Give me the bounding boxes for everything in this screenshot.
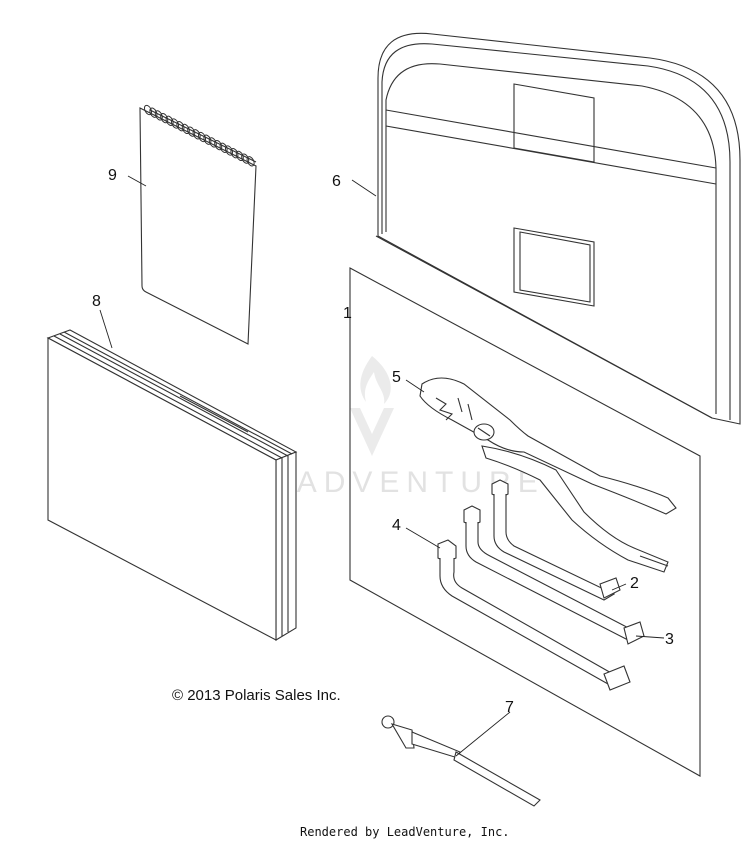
- leader-lines: [99, 175, 665, 757]
- owners-manual: [46, 329, 298, 641]
- callout-7: 7: [505, 699, 514, 716]
- callout-6: 6: [332, 173, 341, 190]
- callout-9: 9: [108, 167, 117, 184]
- callout-4: 4: [392, 517, 401, 534]
- screwdriver: [381, 715, 541, 807]
- pliers: [419, 377, 677, 573]
- callouts: 9 6 8 1 5 4 2 3 7: [92, 167, 674, 716]
- callout-8: 8: [92, 293, 101, 310]
- tool-pouch: [375, 32, 741, 425]
- hex-key-3: [463, 505, 645, 645]
- notepad: [139, 104, 257, 345]
- rendered-by-footer: Rendered by LeadVenture, Inc.: [300, 825, 510, 839]
- hex-key-4: [437, 539, 631, 691]
- copyright-notice: © 2013 Polaris Sales Inc.: [172, 687, 341, 704]
- tool-kit-panel: [349, 267, 701, 777]
- callout-2: 2: [630, 575, 639, 592]
- hex-key-2: [491, 479, 621, 601]
- callout-1: 1: [343, 305, 352, 322]
- spiral-binding: [143, 104, 255, 167]
- callout-3: 3: [665, 631, 674, 648]
- callout-5: 5: [392, 369, 401, 386]
